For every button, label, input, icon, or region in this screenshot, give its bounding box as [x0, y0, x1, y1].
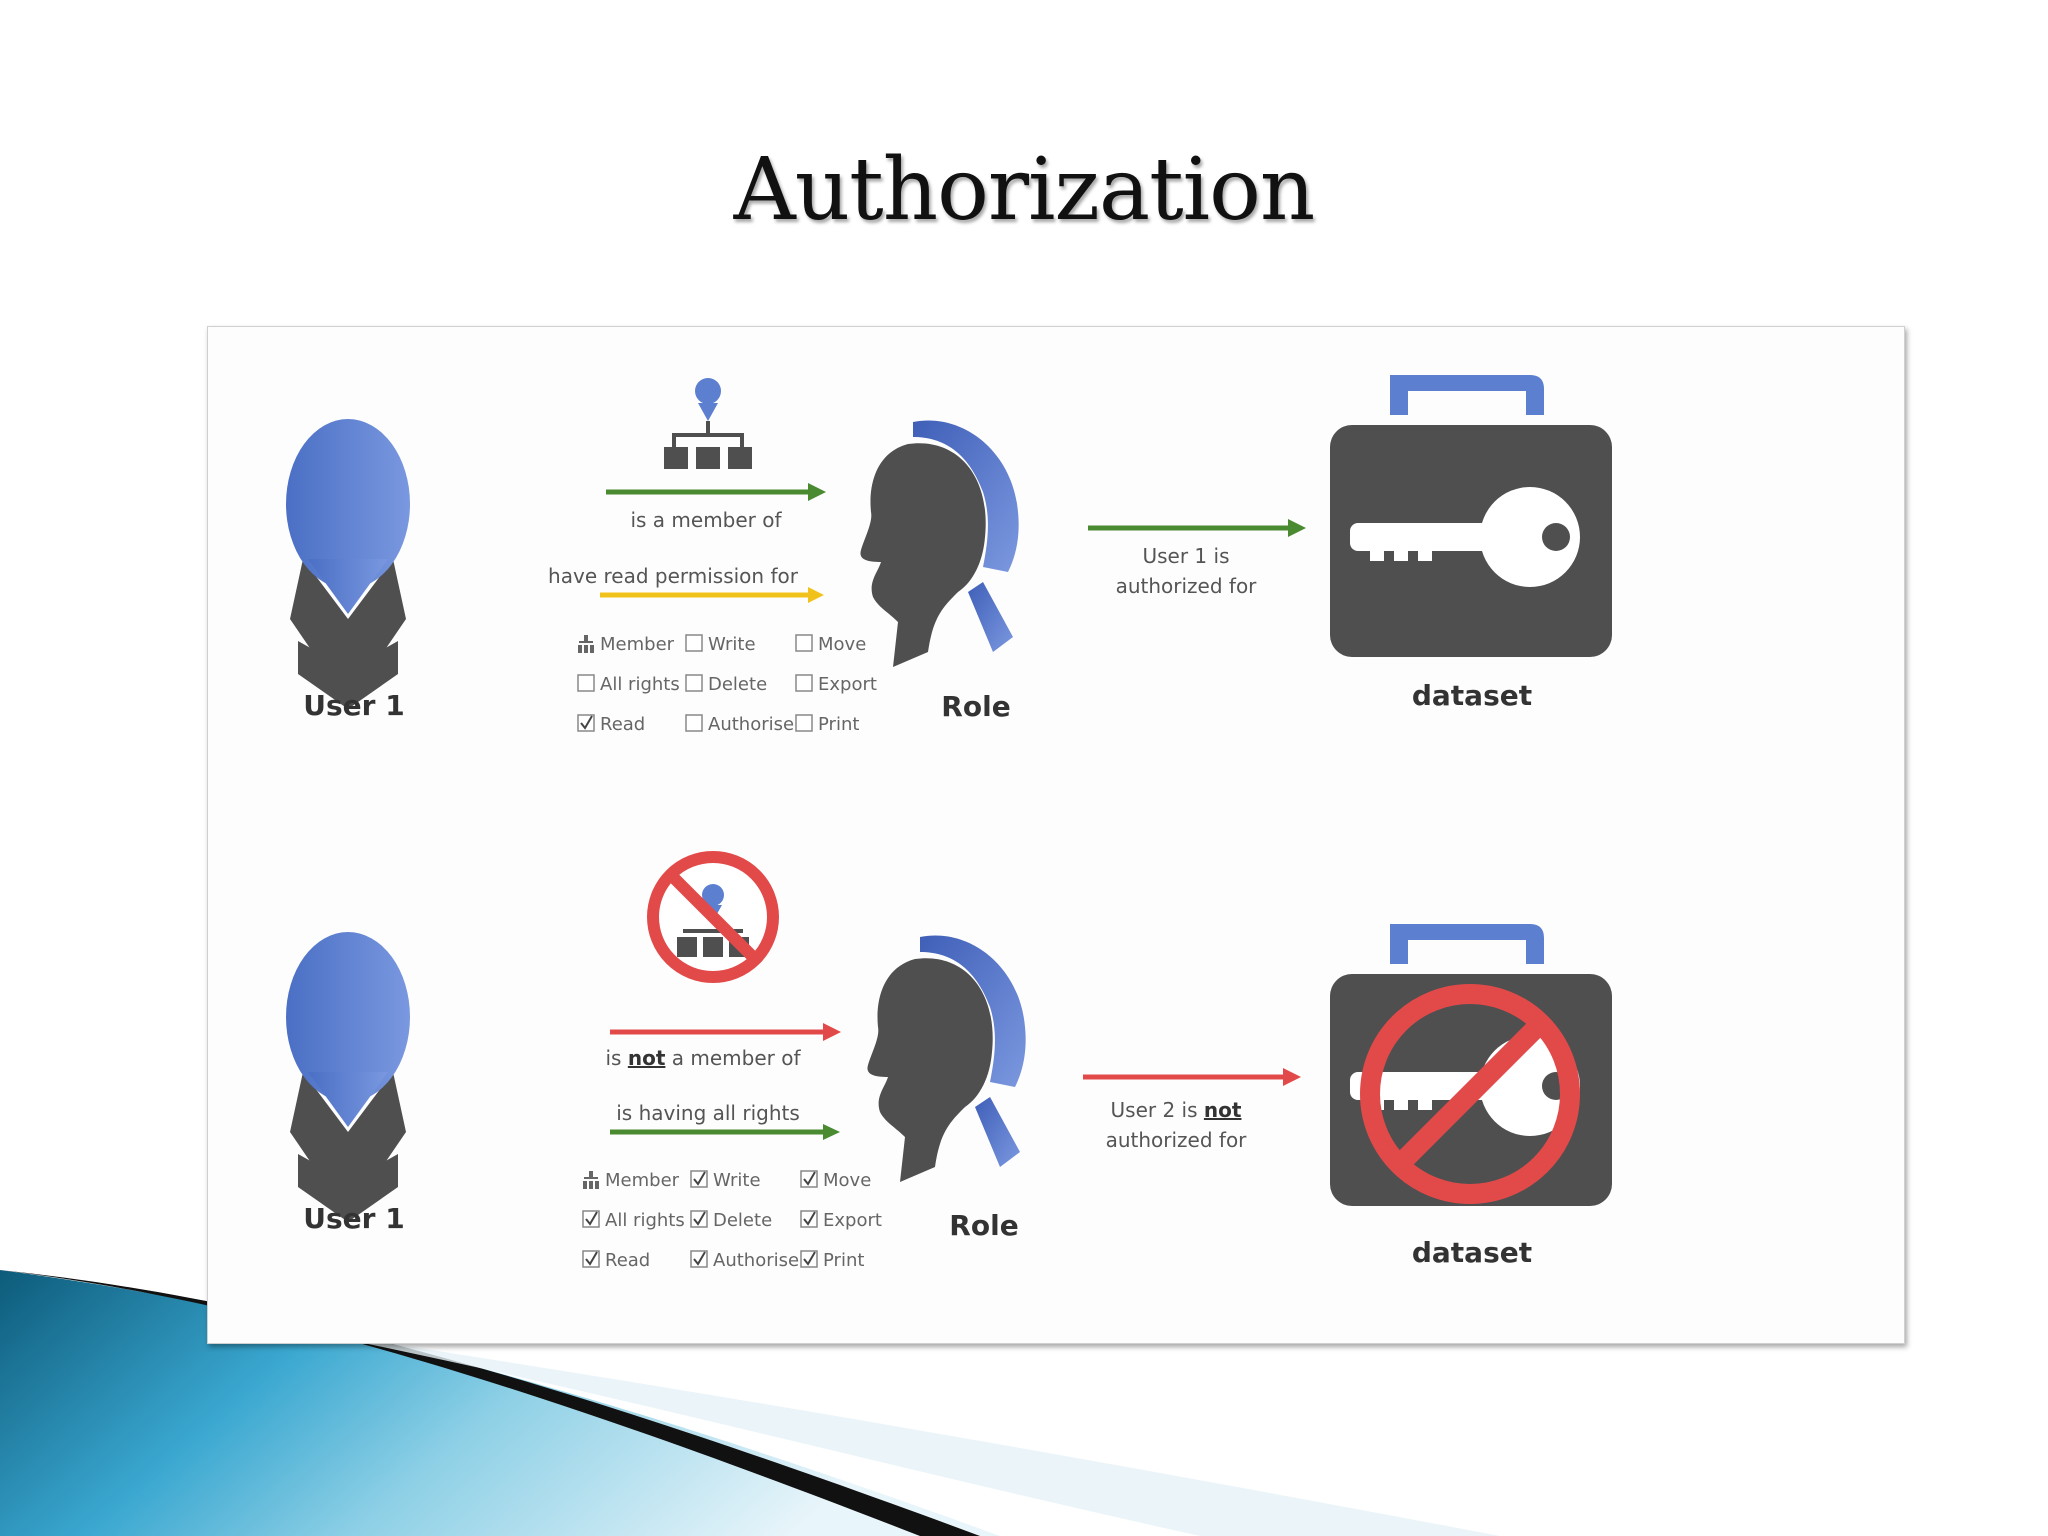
permission-arrow — [610, 1124, 840, 1140]
checkbox-label: Authorise — [713, 1250, 799, 1271]
checkbox-label: Print — [818, 714, 859, 735]
check-mark-icon — [693, 1211, 706, 1226]
checkbox-delete[interactable]: Delete — [685, 674, 767, 695]
check-mark-icon — [803, 1171, 816, 1186]
role-label: Role — [949, 1209, 1018, 1242]
checkbox-label: Member — [600, 634, 675, 655]
checkbox-box[interactable] — [795, 674, 813, 692]
checkbox-label: Read — [605, 1250, 650, 1271]
checkbox-label: Member — [605, 1170, 680, 1191]
dataset-label: dataset — [1412, 679, 1532, 712]
user-icon — [286, 932, 410, 1222]
checkbox-label: Export — [823, 1210, 882, 1231]
check-mark-icon — [693, 1171, 706, 1186]
checkbox-label: All rights — [605, 1210, 685, 1231]
hierarchy-icon — [578, 635, 594, 653]
diagram-panel: User 1 is a member of have read permissi… — [207, 326, 1905, 1344]
scenario-granted: User 1 is a member of have read permissi… — [286, 375, 1612, 735]
check-mark-icon — [693, 1251, 706, 1266]
check-mark-icon — [580, 715, 593, 730]
slide-title: Authorization — [733, 140, 1316, 240]
checkbox-move[interactable]: Move — [795, 634, 866, 655]
checkbox-member[interactable]: Member — [578, 634, 675, 655]
checkbox-label: Export — [818, 674, 877, 695]
role-head-icon — [860, 420, 1019, 667]
checkbox-print[interactable]: Print — [800, 1250, 864, 1271]
checkbox-box[interactable] — [685, 634, 703, 652]
user-label: User 1 — [303, 1202, 404, 1235]
checkbox-export[interactable]: Export — [800, 1210, 882, 1231]
checkbox-member[interactable]: Member — [583, 1170, 680, 1191]
role-head-icon — [867, 935, 1026, 1182]
checkbox-box[interactable] — [577, 674, 595, 692]
checkbox-box[interactable] — [795, 634, 813, 652]
authorized-arrow — [1088, 519, 1306, 537]
scenario-denied: User 1 is not a member of is having all … — [286, 851, 1612, 1271]
check-mark-icon — [585, 1251, 598, 1266]
check-mark-icon — [803, 1251, 816, 1266]
checkbox-label: Write — [713, 1170, 761, 1191]
checkbox-box[interactable] — [795, 714, 813, 732]
check-mark-icon — [585, 1211, 598, 1226]
checkbox-print[interactable]: Print — [795, 714, 859, 735]
membership-label: is not a member of — [606, 1046, 802, 1070]
membership-arrow — [610, 1023, 841, 1041]
checkbox-label: Delete — [713, 1210, 772, 1231]
checkbox-label: Print — [823, 1250, 864, 1271]
checkbox-label: Move — [818, 634, 866, 655]
prohibited-group-icon — [647, 851, 779, 983]
hierarchy-icon — [583, 1171, 599, 1189]
user-icon — [286, 419, 410, 709]
prohibited-icon — [1360, 984, 1580, 1204]
authorized-label-line1: User 1 is — [1142, 544, 1229, 568]
checkbox-write[interactable]: Write — [690, 1170, 761, 1191]
authorized-label-line2: authorized for — [1116, 574, 1258, 598]
checkbox-authorise[interactable]: Authorise — [685, 714, 794, 735]
permission-label: is having all rights — [616, 1101, 800, 1125]
membership-arrow — [606, 483, 826, 501]
checkbox-box[interactable] — [685, 714, 703, 732]
checkbox-read[interactable]: Read — [577, 714, 645, 735]
checkbox-read[interactable]: Read — [582, 1250, 650, 1271]
checkbox-all-rights[interactable]: All rights — [577, 674, 680, 695]
lock-key-icon — [1330, 375, 1612, 657]
checkbox-label: Write — [708, 634, 756, 655]
checkbox-label: Delete — [708, 674, 767, 695]
denied-arrow — [1083, 1068, 1301, 1086]
role-label: Role — [941, 690, 1010, 723]
checkbox-export[interactable]: Export — [795, 674, 877, 695]
dataset-label: dataset — [1412, 1236, 1532, 1269]
membership-label: is a member of — [630, 508, 782, 532]
checkbox-label: Move — [823, 1170, 871, 1191]
user-label: User 1 — [303, 689, 404, 722]
permission-label: have read permission for — [548, 564, 799, 588]
checkbox-move[interactable]: Move — [800, 1170, 871, 1191]
check-mark-icon — [803, 1211, 816, 1226]
checkbox-write[interactable]: Write — [685, 634, 756, 655]
checkbox-label: Read — [600, 714, 645, 735]
checkbox-label: Authorise — [708, 714, 794, 735]
checkbox-all-rights[interactable]: All rights — [582, 1210, 685, 1231]
permission-arrow — [600, 587, 824, 603]
checkbox-label: All rights — [600, 674, 680, 695]
denied-label-line1: User 2 is not — [1111, 1098, 1242, 1122]
group-hierarchy-icon — [664, 378, 752, 469]
checkbox-box[interactable] — [685, 674, 703, 692]
checkbox-authorise[interactable]: Authorise — [690, 1250, 799, 1271]
denied-label-line2: authorized for — [1106, 1128, 1248, 1152]
checkbox-delete[interactable]: Delete — [690, 1210, 772, 1231]
